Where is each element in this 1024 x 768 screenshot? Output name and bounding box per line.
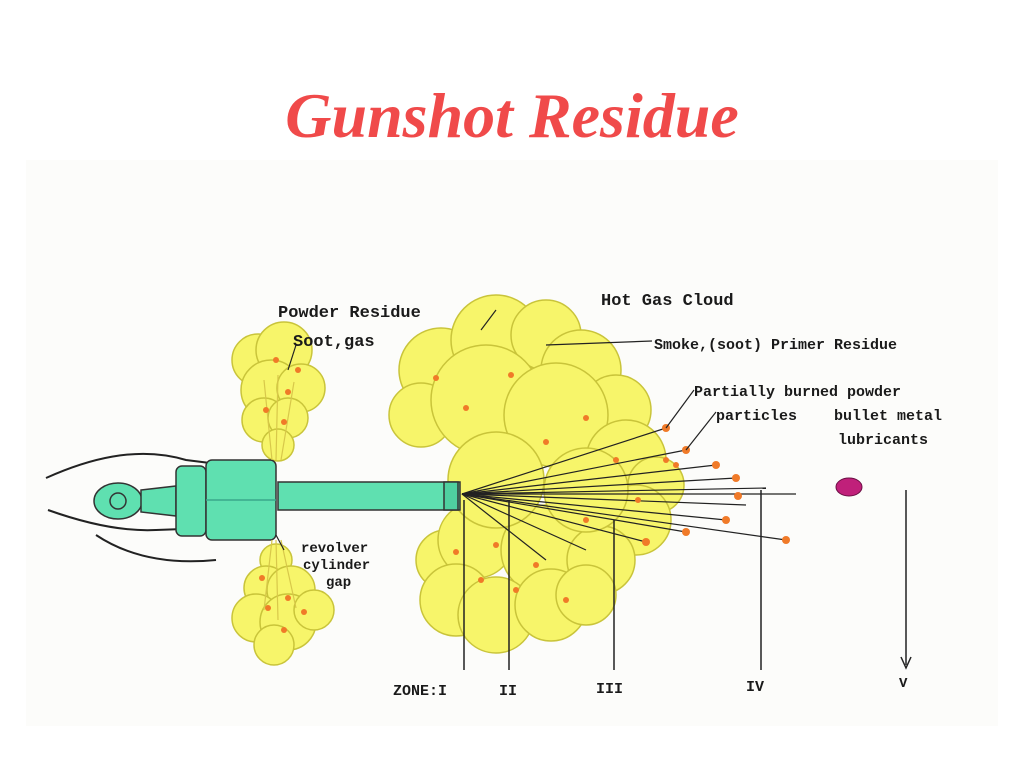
lower-residue-cloud (231, 543, 335, 666)
cylinder-gap-streaks (263, 374, 297, 621)
page-title: Gunshot Residue (285, 80, 739, 151)
label-cylinder: cylinder (303, 558, 370, 574)
gunshot-residue-diagram: Powder Residue Soot,gas Hot Gas Cloud Sm… (26, 160, 998, 726)
label-lubricants: lubricants (838, 432, 928, 449)
label-smoke-primer: Smoke,(soot) Primer Residue (654, 337, 897, 354)
bullet (835, 477, 863, 497)
label-bullet-metal: bullet metal (834, 408, 942, 425)
label-partially-burned: Partially burned powder (694, 384, 901, 401)
zone-label-1: ZONE:I (393, 683, 447, 700)
revolver-barrel (277, 481, 461, 511)
zone-label-5: V (899, 676, 908, 692)
hot-gas-cloud (388, 294, 685, 654)
zone-lines (463, 490, 912, 670)
residue-particles (259, 357, 790, 633)
revolver-grip (93, 482, 143, 520)
zone-label-2: II (499, 683, 517, 700)
leader-lines (275, 309, 717, 551)
zone-label-3: III (596, 681, 623, 698)
label-hot-gas-cloud: Hot Gas Cloud (601, 292, 734, 311)
label-gap: gap (326, 575, 351, 591)
label-soot-gas: Soot,gas (293, 333, 375, 352)
hand-outline (45, 452, 227, 563)
hammer-icon (109, 492, 127, 510)
label-revolver: revolver (301, 541, 368, 557)
revolver (93, 459, 461, 541)
zone-label-4: IV (746, 679, 764, 696)
revolver-frame (175, 465, 207, 537)
upper-residue-cloud (231, 321, 326, 462)
label-particles: particles (716, 408, 797, 425)
label-powder-residue: Powder Residue (278, 304, 421, 323)
muzzle-spray-lines (461, 427, 796, 561)
